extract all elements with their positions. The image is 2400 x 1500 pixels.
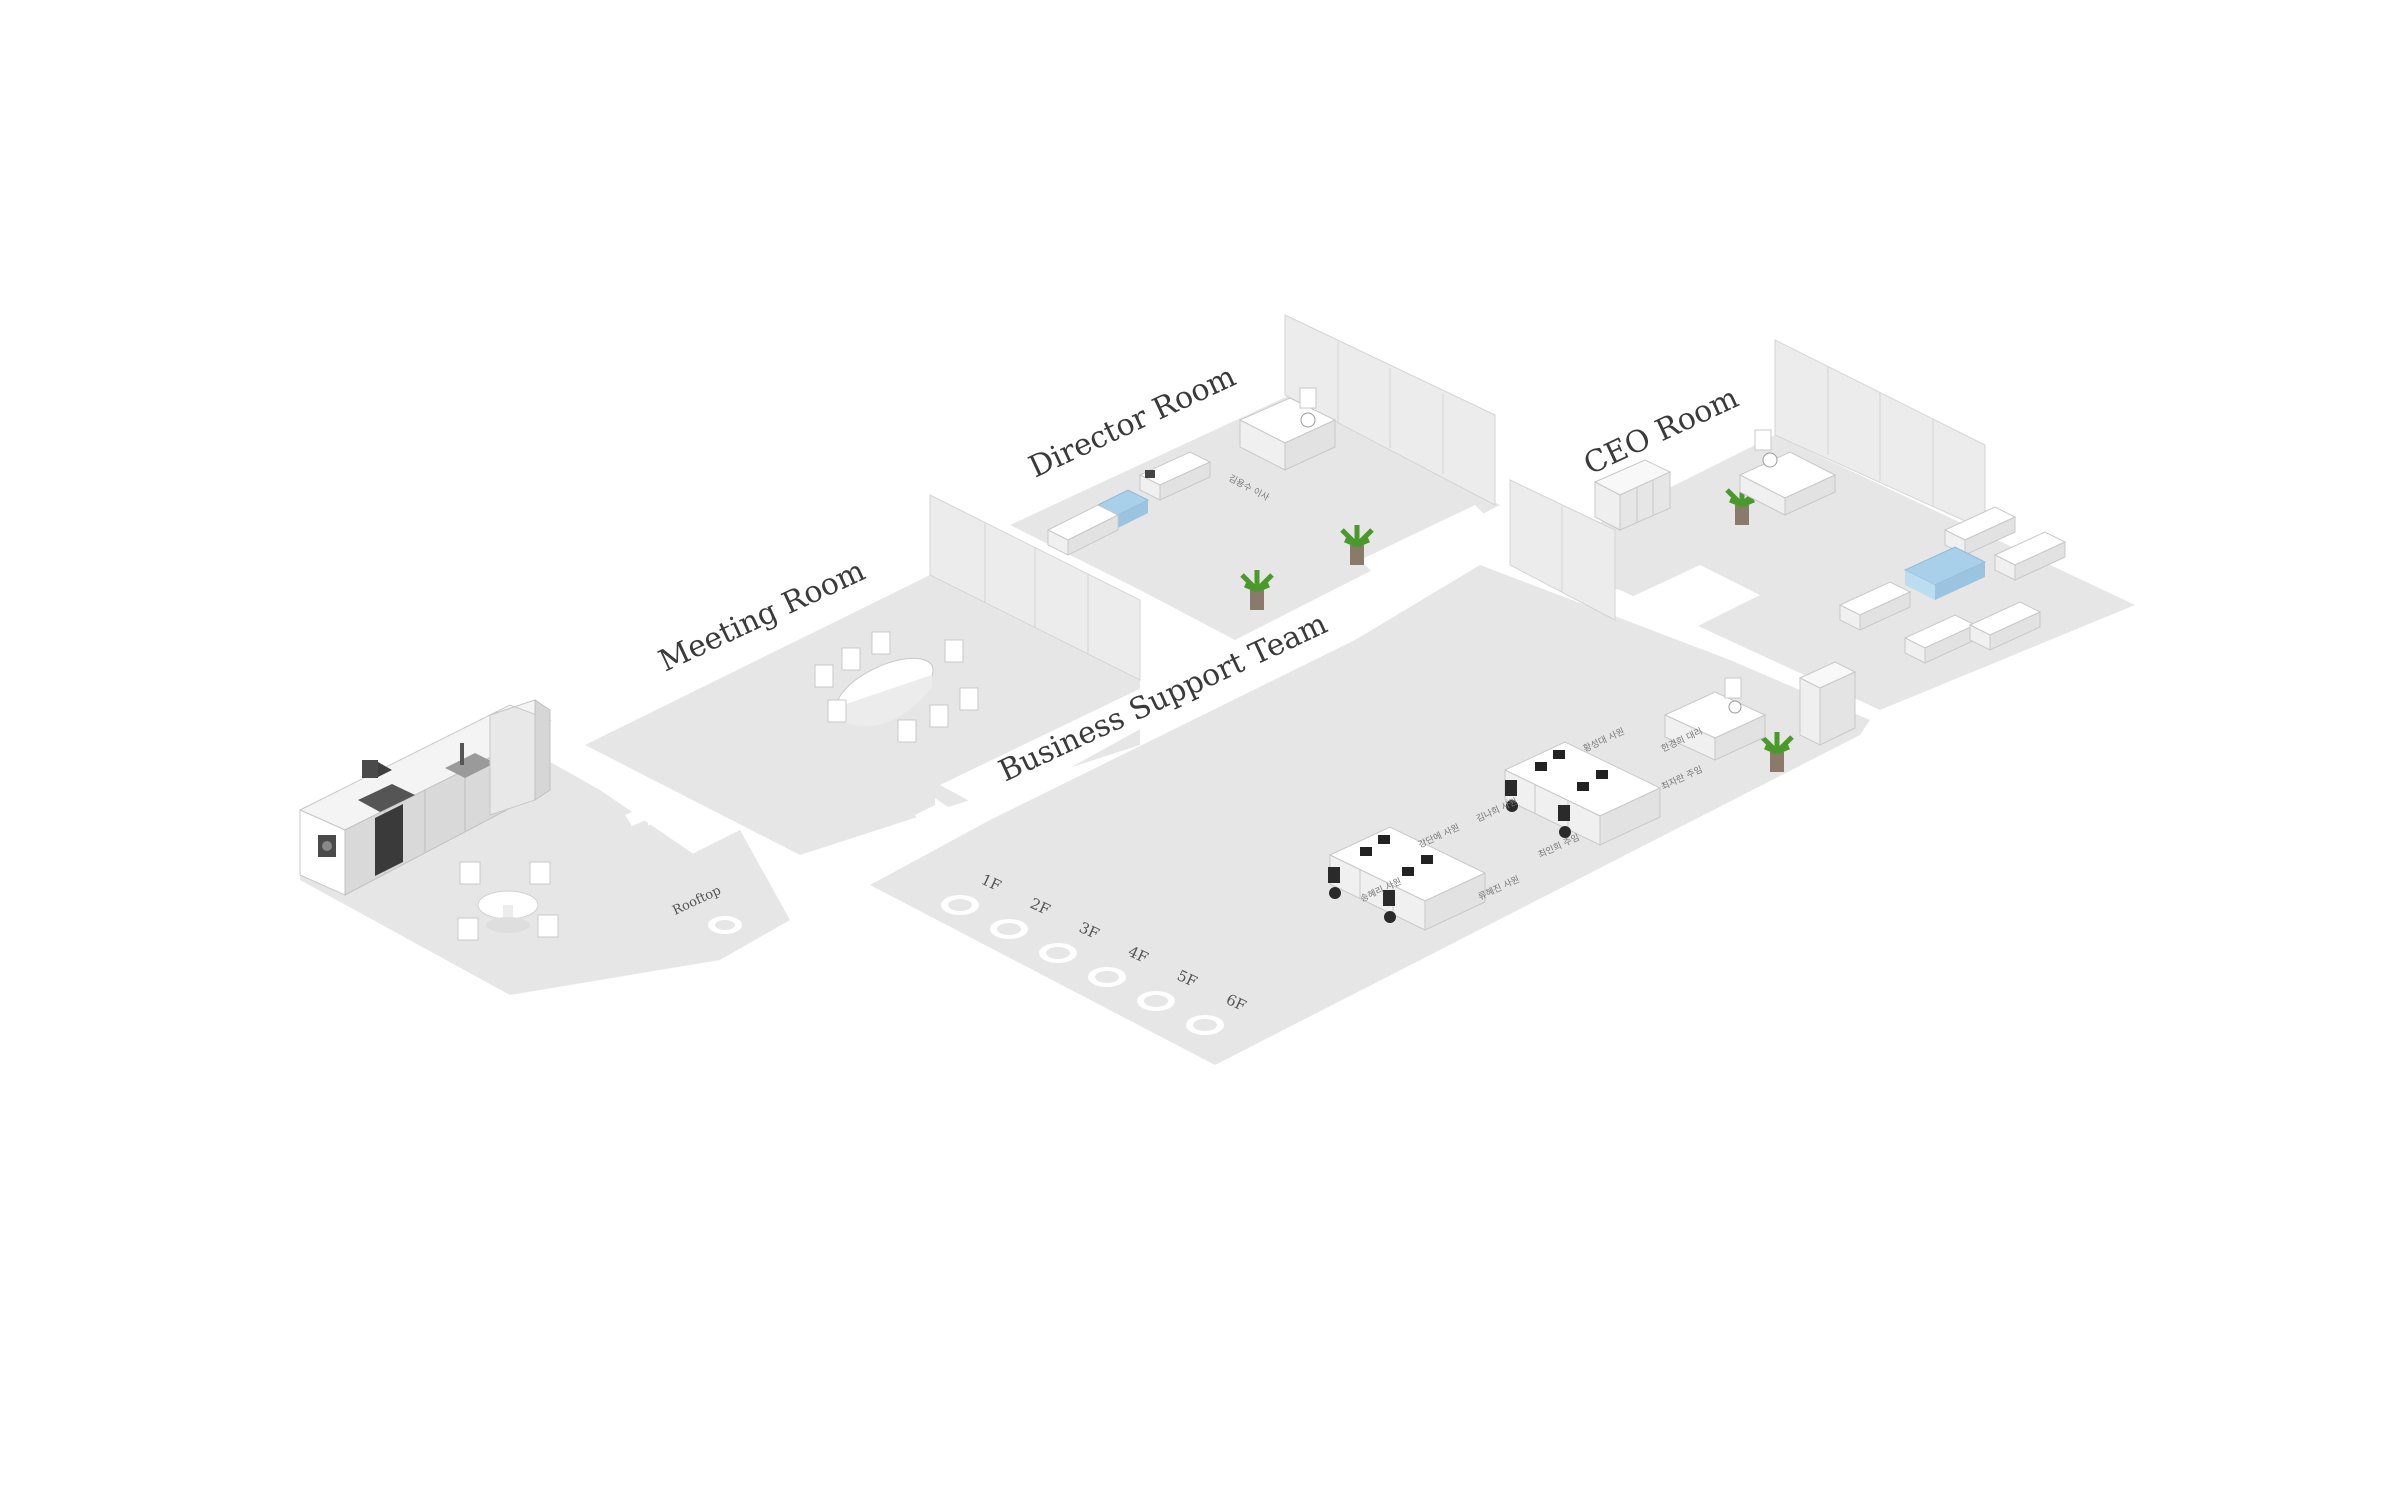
cafe-chairs: [457, 861, 559, 941]
arrow-ceo-icon: [1665, 598, 1705, 626]
director-sofa-2[interactable]: [1046, 504, 1120, 556]
meeting-table[interactable]: [829, 646, 942, 730]
rooftop-floor[interactable]: [660, 830, 790, 960]
floor-plates: [300, 395, 2135, 1065]
floor-marker-center: [1144, 995, 1168, 1007]
coffee-machine-icon: [318, 835, 336, 857]
workstation-cluster-1[interactable]: [1503, 741, 1662, 846]
office-chairs-dark: [1505, 780, 1571, 838]
direction-arrows: [625, 588, 1705, 826]
arrow-kitchen-icon: [625, 798, 668, 826]
ceo-sofa-1[interactable]: [1943, 506, 2017, 556]
floor-marker-center: [948, 899, 972, 911]
floor-marker-center: [1193, 1019, 1217, 1031]
sink-icon: [445, 743, 495, 778]
cafe-table[interactable]: [477, 890, 539, 933]
oven-icon: [358, 784, 415, 876]
floor-marker-center: [997, 923, 1021, 935]
director-room-floor[interactable]: [1010, 395, 1500, 640]
ceo-bookshelf[interactable]: [1593, 459, 1672, 531]
director-chair-icon: [1299, 387, 1317, 428]
ceo-corridor-notch: [1625, 565, 1760, 630]
floor-marker-center: [1095, 971, 1119, 983]
director-desk[interactable]: [1238, 397, 1337, 471]
arrow-director-icon: [1325, 588, 1365, 616]
ceo-desk[interactable]: [1738, 451, 1837, 516]
meeting-chairs: [814, 631, 979, 743]
rooftop-stair-marker[interactable]: [708, 916, 742, 934]
office-chairs-dark: [1328, 867, 1396, 923]
plant-icon: [1340, 525, 1374, 565]
plant-icon: [1725, 485, 1759, 525]
ceo-chair-icon: [1754, 429, 1778, 468]
range-hood-icon: [362, 760, 392, 778]
ceo-coffee-table: [1903, 546, 1987, 600]
corridor-notch: [1360, 505, 1510, 600]
floor-marker-center: [1046, 947, 1070, 959]
director-sofa-1[interactable]: [1138, 451, 1212, 501]
walls: [929, 314, 1986, 681]
storage-cabinet[interactable]: [1798, 661, 1857, 746]
plant-icon: [1760, 732, 1794, 772]
refrigerator-icon[interactable]: [489, 699, 552, 816]
plant-icon: [1240, 570, 1274, 610]
reception-chair-icon: [1724, 677, 1742, 714]
arrow-meeting-icon: [915, 798, 955, 826]
ceo-sofa-2[interactable]: [1993, 531, 2067, 581]
workstation-cluster-2[interactable]: [1328, 826, 1487, 931]
business-support-floor[interactable]: [870, 565, 1870, 1065]
ceo-sofa-3[interactable]: [1838, 581, 1912, 631]
ceo-sofa-5[interactable]: [1968, 601, 2042, 651]
business-support-banner: [940, 590, 1365, 812]
